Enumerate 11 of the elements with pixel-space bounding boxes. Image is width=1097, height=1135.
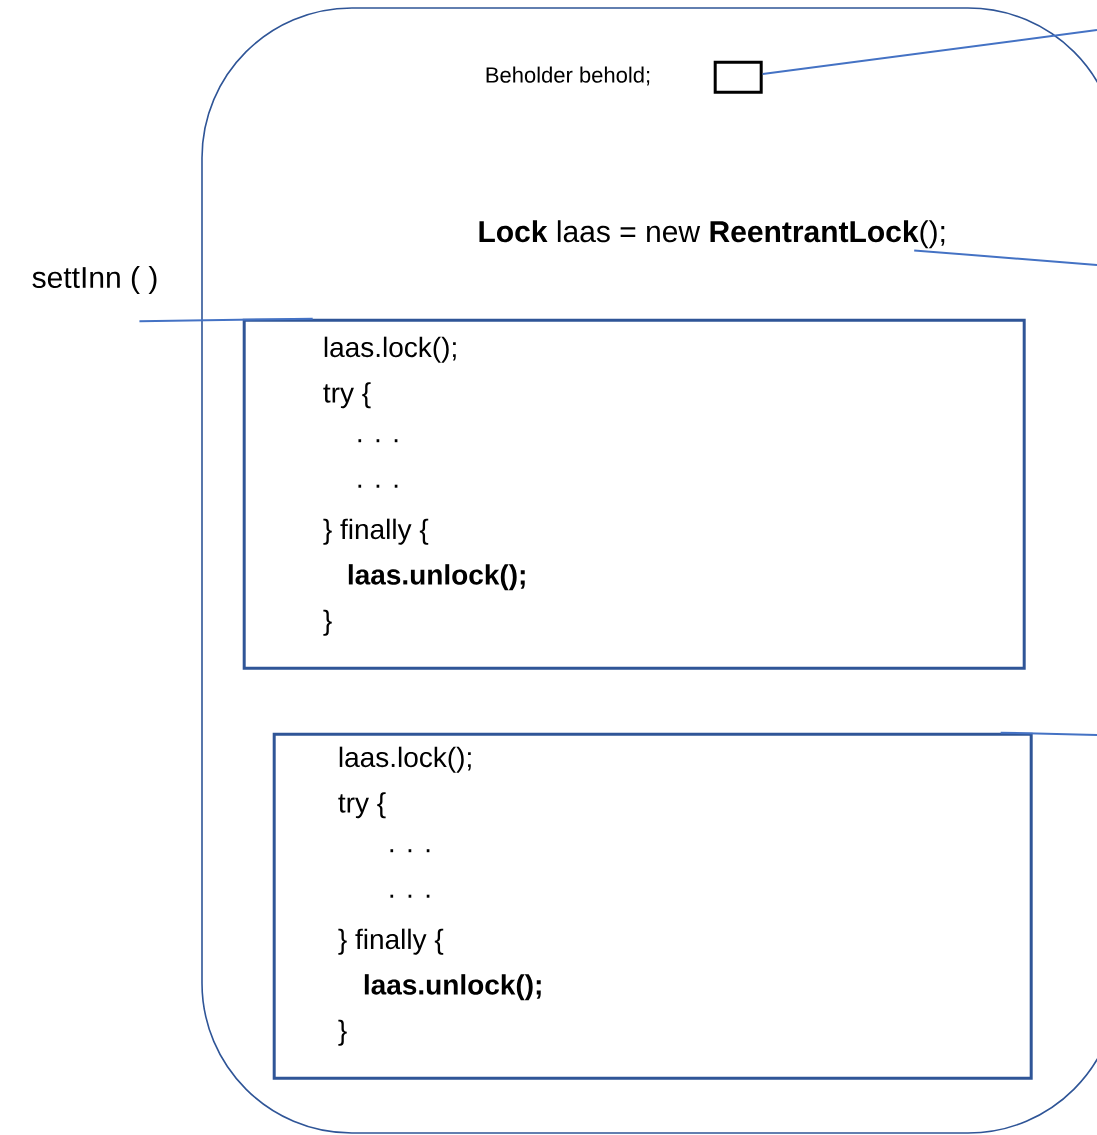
declaration-text: Beholder behold; <box>486 66 650 86</box>
small-box <box>713 60 763 94</box>
leader-line <box>138 317 314 323</box>
code-text: settInn ( ) <box>32 266 157 294</box>
code-text: Lock laas = new ReentrantLock(); <box>479 220 945 249</box>
code-box: laas.lock(); try { . . . . . . } finally { laas.unlock(); } <box>242 318 1026 670</box>
leader-line <box>761 29 1097 75</box>
rounded-frame <box>201 7 1097 1134</box>
leader-line <box>999 731 1097 736</box>
code-box: laas.lock(); try { . . . . . . } finally { laas.unlock(); } <box>272 732 1033 1080</box>
leader-line <box>913 249 1097 266</box>
